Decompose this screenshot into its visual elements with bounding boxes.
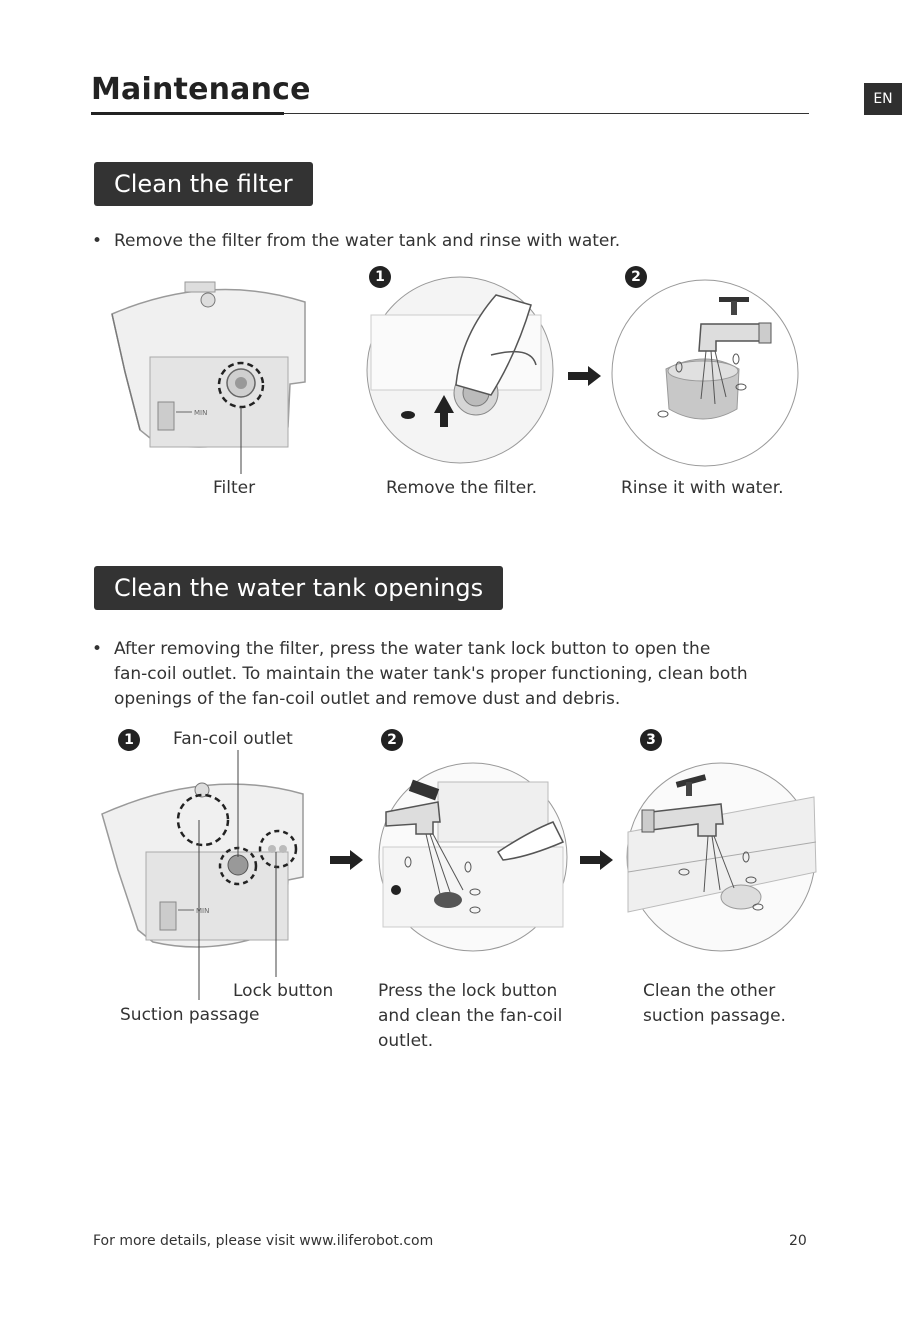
caption-line: and clean the fan-coil: [378, 1006, 563, 1026]
label-fan-coil-outlet: Fan-coil outlet: [173, 729, 293, 749]
water-tank-filter-illustration: MIN: [111, 281, 306, 474]
step-number-2: 2: [625, 266, 647, 288]
remove-filter-illustration: [366, 276, 554, 464]
section2-bullet-line-1: After removing the filter, press the wat…: [114, 639, 711, 659]
language-badge: EN: [864, 83, 902, 115]
section-title-clean-filter: Clean the filter: [94, 162, 313, 206]
arrow-right-icon: [580, 850, 613, 870]
title-rule: [91, 113, 809, 114]
section1-bullet: • Remove the filter from the water tank …: [92, 229, 621, 254]
caption-clean-other: Clean the other suction passage.: [643, 979, 786, 1029]
water-tank-openings-illustration: MIN: [101, 750, 304, 1000]
page-title: Maintenance: [91, 72, 311, 107]
caption-line: suction passage.: [643, 1006, 786, 1026]
section1-bullet-text: Remove the filter from the water tank an…: [114, 231, 621, 251]
rinse-filter-illustration: [611, 279, 799, 467]
title-underline: [91, 112, 284, 115]
press-lock-clean-illustration: [378, 762, 568, 952]
section2-bullet-line-3: openings of the fan-coil outlet and remo…: [114, 689, 621, 709]
section-title-clean-tank-openings: Clean the water tank openings: [94, 566, 504, 610]
arrow-right-icon: [330, 850, 363, 870]
caption-press-lock: Press the lock button and clean the fan-…: [378, 979, 562, 1054]
caption-rinse-water: Rinse it with water.: [621, 478, 784, 498]
caption-line: Clean the other: [643, 981, 776, 1001]
step-number-1: 1: [369, 266, 391, 288]
step-number-3: 3: [640, 729, 662, 751]
label-suction-passage: Suction passage: [120, 1005, 260, 1025]
step-number-1: 1: [118, 729, 140, 751]
caption-remove-filter: Remove the filter.: [386, 478, 538, 498]
tank-min-mark: MIN: [196, 907, 209, 915]
page-number: 20: [789, 1233, 807, 1249]
label-lock-button: Lock button: [233, 981, 334, 1001]
bullet-dot: •: [92, 639, 103, 659]
label-filter: Filter: [213, 478, 256, 498]
section2-bullet: • After removing the filter, press the w…: [92, 637, 748, 712]
clean-other-passage-illustration: [626, 762, 817, 952]
arrow-right-icon: [568, 366, 601, 386]
caption-line: outlet.: [378, 1031, 434, 1051]
caption-line: Press the lock button: [378, 981, 558, 1001]
section2-bullet-line-2: fan-coil outlet. To maintain the water t…: [114, 664, 748, 684]
footer-website-text: For more details, please visit www.ilife…: [93, 1233, 434, 1249]
bullet-dot: •: [92, 231, 103, 251]
step-number-2: 2: [381, 729, 403, 751]
tank-min-mark: MIN: [194, 409, 207, 417]
